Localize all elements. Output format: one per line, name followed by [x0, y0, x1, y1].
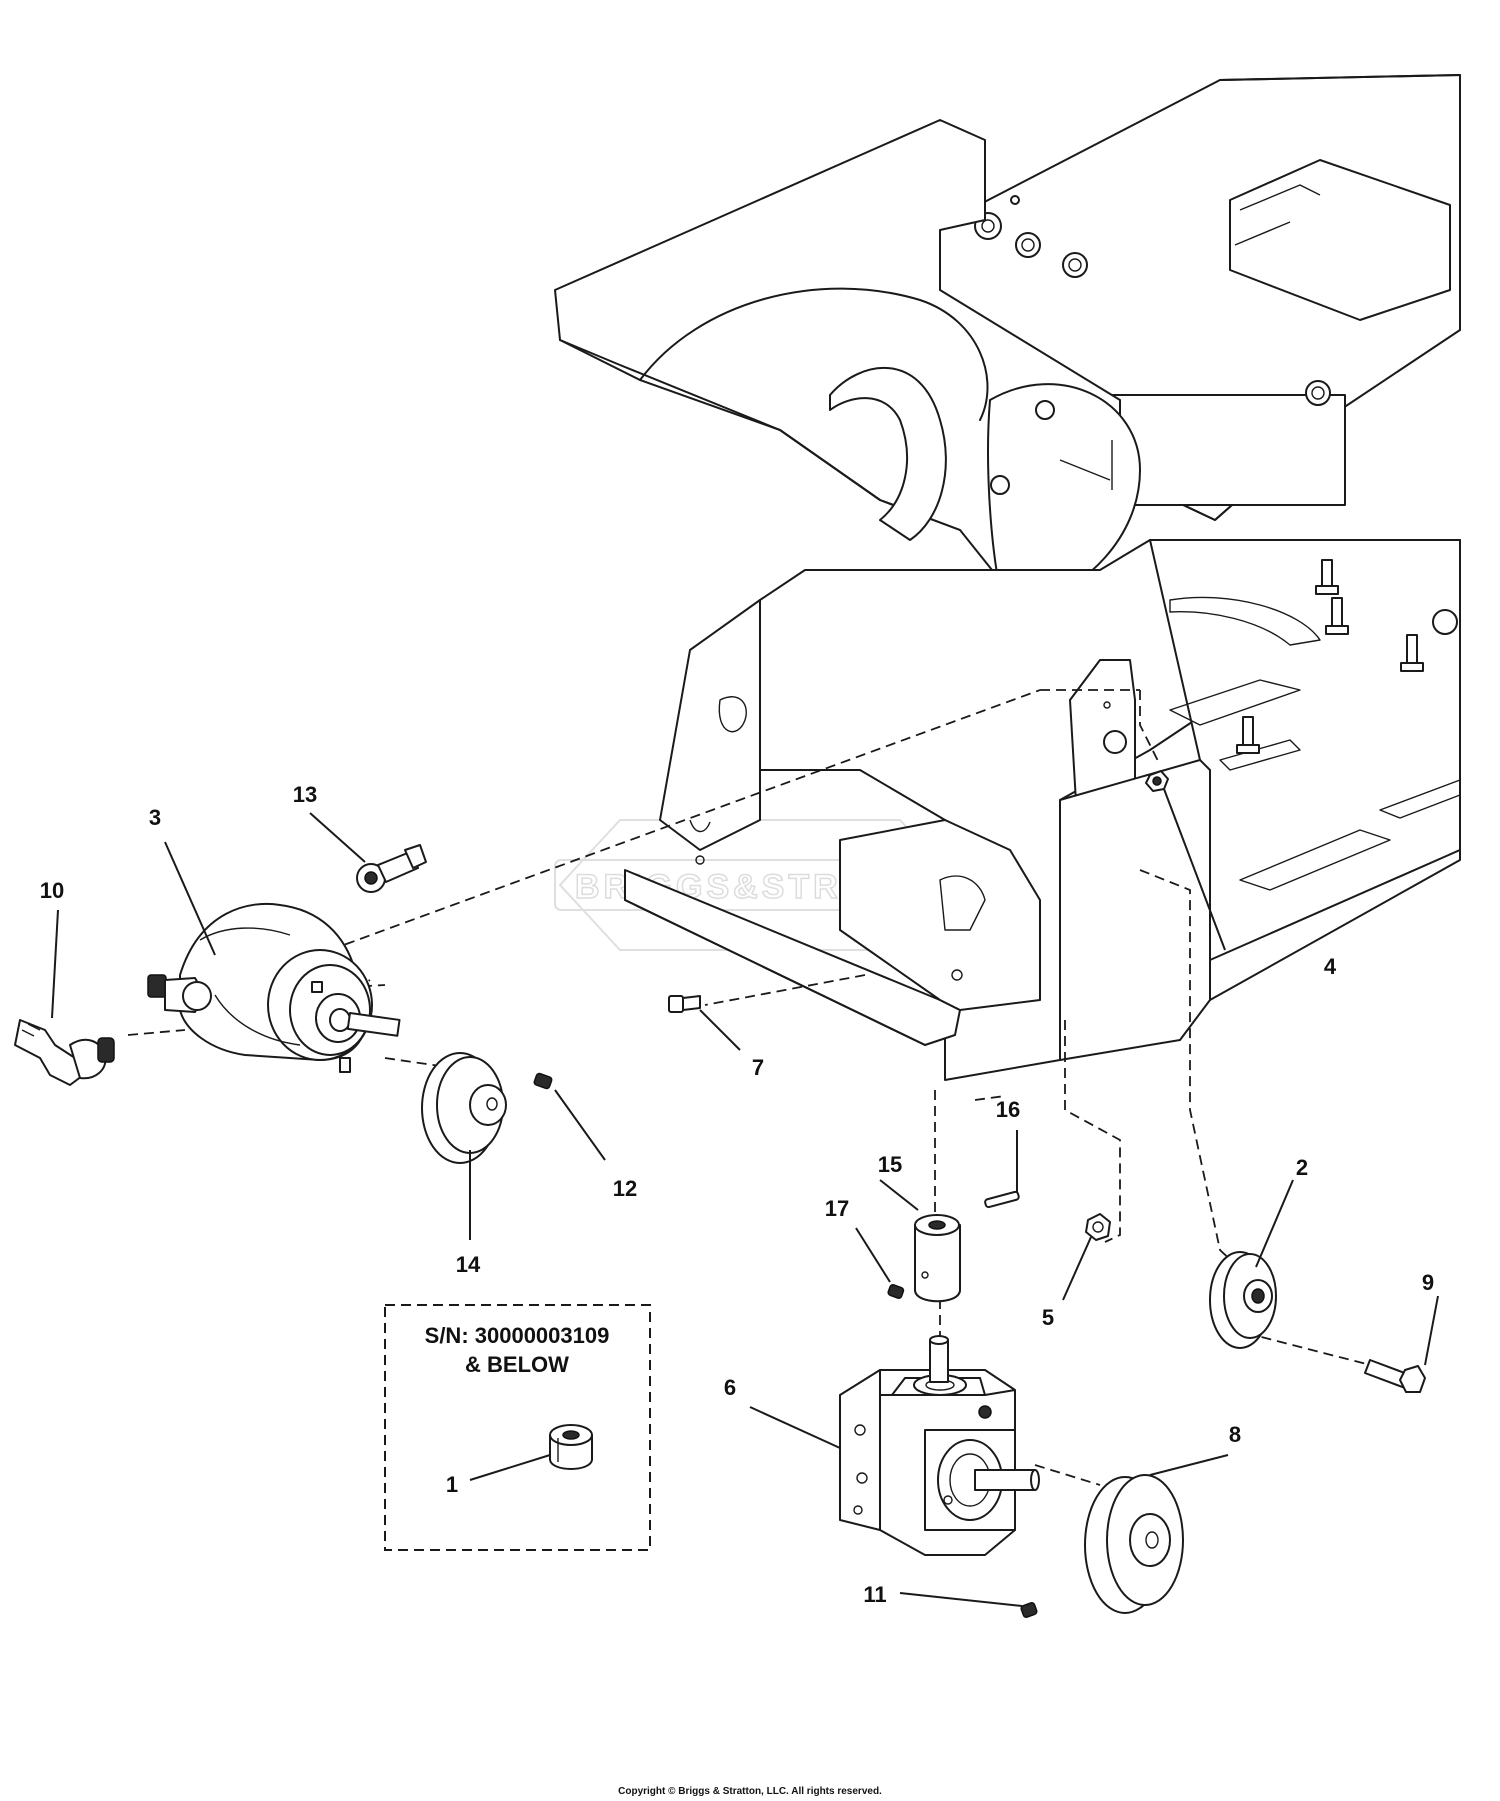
copyright-notice: Copyright © Briggs & Stratton, LLC. All …	[618, 1786, 882, 1797]
callout-10: 10	[40, 878, 64, 903]
callout-2: 2	[1296, 1155, 1308, 1180]
serial-note-line2: & BELOW	[465, 1352, 569, 1377]
callout-14: 14	[456, 1252, 481, 1277]
callout-17: 17	[825, 1196, 849, 1221]
set-screw-part-11	[1020, 1602, 1038, 1618]
straight-fitting-part-13	[356, 844, 427, 893]
callout-3: 3	[149, 805, 161, 830]
callout-6: 6	[724, 1375, 736, 1400]
collar-part-1	[549, 1424, 593, 1470]
callout-5: 5	[1042, 1305, 1054, 1330]
leader-lines	[51, 788, 1439, 1607]
bolt-part-7	[668, 995, 701, 1013]
pulley-part-8	[1084, 1474, 1184, 1614]
pulley-part-14	[421, 1052, 507, 1164]
callout-11: 11	[863, 1582, 886, 1607]
callout-1: 1	[446, 1472, 458, 1497]
callout-15: 15	[878, 1152, 902, 1177]
coupler-part-15	[914, 1214, 961, 1303]
callout-12: 12	[613, 1176, 637, 1201]
nut-part-5	[1085, 1213, 1111, 1241]
bolt-part-9	[1364, 1359, 1426, 1393]
set-screw-part-17	[887, 1284, 905, 1299]
pump-motor-part-3	[147, 902, 401, 1073]
elbow-fitting-part-10	[14, 1019, 115, 1086]
callout-7: 7	[752, 1055, 764, 1080]
callout-8: 8	[1229, 1422, 1241, 1447]
callouts: 3 13 10 14 12 7 4 5 2 9 15 16 17 6 8 11 …	[40, 782, 1434, 1607]
callout-9: 9	[1422, 1270, 1434, 1295]
roll-pin-part-16	[984, 1190, 1020, 1209]
serial-note-box: S/N: 30000003109 & BELOW	[384, 1304, 651, 1551]
mower-frame	[554, 74, 1461, 1081]
callout-16: 16	[996, 1097, 1020, 1122]
gearbox-part-6	[839, 1335, 1040, 1556]
callout-4: 4	[1324, 954, 1337, 979]
callout-13: 13	[293, 782, 317, 807]
serial-note-line1: S/N: 30000003109	[425, 1323, 610, 1348]
idler-pulley-part-2	[1209, 1251, 1277, 1349]
set-screw-part-12	[533, 1072, 553, 1090]
